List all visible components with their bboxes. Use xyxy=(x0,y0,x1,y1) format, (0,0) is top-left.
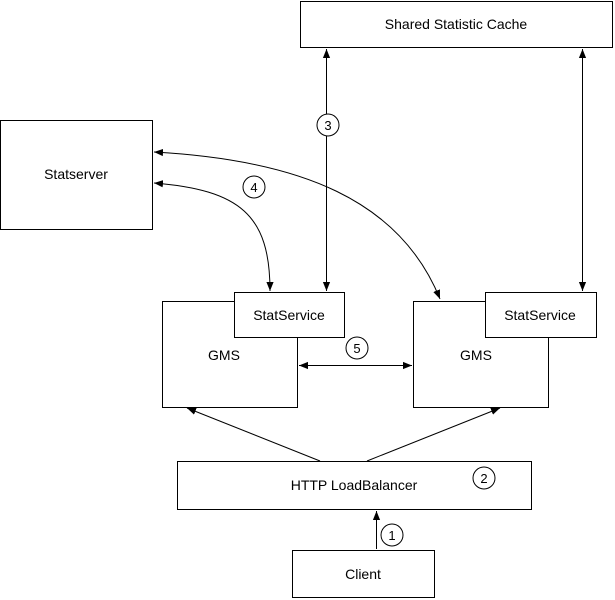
step-3-label: 3 xyxy=(324,118,331,133)
step-marker-2: 2 xyxy=(472,466,496,490)
step-1-label: 1 xyxy=(388,528,395,543)
step-2-label: 2 xyxy=(480,471,487,486)
step-5-label: 5 xyxy=(353,341,360,356)
step-marker-1: 1 xyxy=(380,523,404,547)
step-marker-5: 5 xyxy=(345,336,369,360)
client-label: Client xyxy=(345,566,381,582)
http-load-balancer-label: HTTP LoadBalancer xyxy=(291,477,418,493)
statserver-label: Statserver xyxy=(44,166,108,182)
http-load-balancer-node: HTTP LoadBalancer xyxy=(177,461,532,510)
gms-left-node: GMS xyxy=(162,301,298,408)
loadbalancer-to-gms-right-arrow xyxy=(366,407,501,462)
statservice-right-label: StatService xyxy=(504,307,576,323)
statserver-to-statservice-left-arrow xyxy=(153,180,274,292)
step-marker-3: 3 xyxy=(316,113,340,137)
statserver-node: Statserver xyxy=(0,120,153,230)
statservice-left-node: StatService xyxy=(234,292,345,338)
shared-statistic-cache-label: Shared Statistic Cache xyxy=(385,16,528,32)
step-4-label: 4 xyxy=(250,180,257,195)
shared-statistic-cache-node: Shared Statistic Cache xyxy=(300,1,613,48)
loadbalancer-to-gms-left-arrow xyxy=(186,407,321,462)
client-node: Client xyxy=(292,550,435,598)
step-marker-4: 4 xyxy=(242,175,266,199)
gms-right-label: GMS xyxy=(460,347,492,363)
statservice-right-node: StatService xyxy=(485,292,597,338)
statserver-to-gms-right-arrow xyxy=(153,148,441,300)
gms-left-label: GMS xyxy=(208,347,240,363)
statservice-left-label: StatService xyxy=(253,307,325,323)
